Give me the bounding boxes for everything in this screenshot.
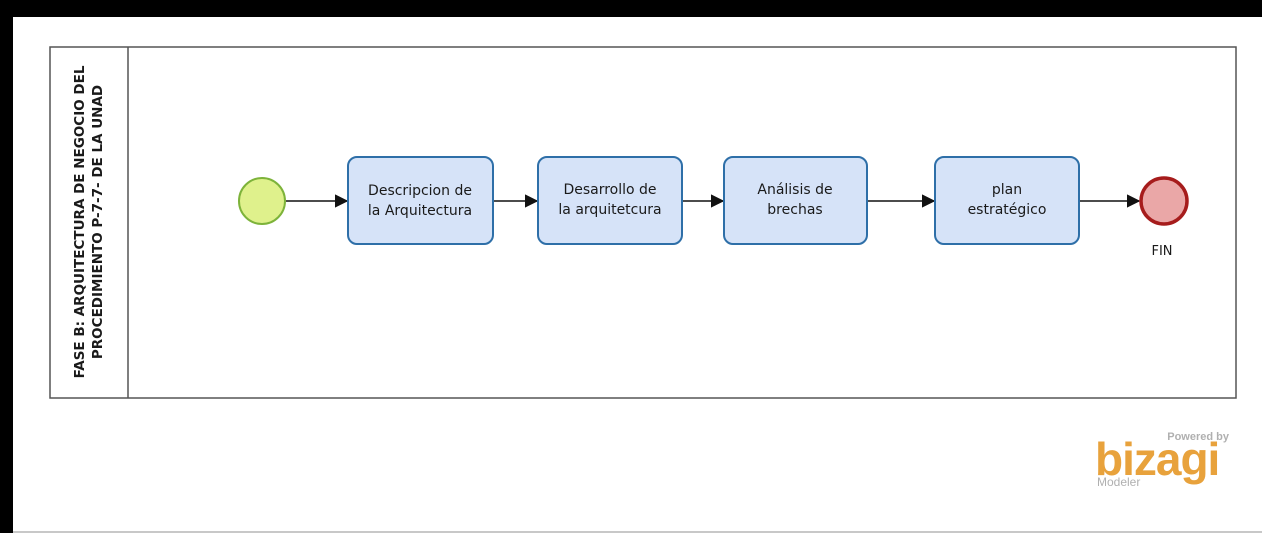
task-label-line1: Análisis de xyxy=(757,182,832,198)
task-label-line1: Descripcion de xyxy=(368,183,472,199)
pool-title-line2: PROCEDIMIENTO P-7-7- DE LA UNAD xyxy=(90,85,106,359)
logo-product: Modeler xyxy=(1097,475,1140,489)
task-box[interactable] xyxy=(723,156,868,245)
task-label-line1: Desarrollo de xyxy=(563,182,656,198)
task-label-line2: la Arquitectura xyxy=(368,203,472,219)
task-label-line1: plan xyxy=(992,182,1022,198)
task-analisis[interactable]: Análisis de brechas xyxy=(723,156,868,245)
logo-brand: bizagi xyxy=(1095,433,1219,485)
task-label-line2: la arquitetcura xyxy=(558,202,661,218)
window-left-border xyxy=(0,0,13,533)
logo-powered-by: Powered by xyxy=(1167,431,1230,443)
end-event[interactable]: FIN xyxy=(1139,176,1189,259)
end-event-label: FIN xyxy=(1151,244,1172,259)
start-event[interactable] xyxy=(238,177,286,225)
task-box[interactable] xyxy=(537,156,683,245)
task-desarrollo[interactable]: Desarrollo de la arquitetcura xyxy=(537,156,683,245)
task-descripcion[interactable]: Descripcion de la Arquitectura xyxy=(347,156,494,245)
pool-title: FASE B: ARQUITECTURA DE NEGOCIO DEL PROC… xyxy=(72,65,106,378)
end-event-circle[interactable] xyxy=(1139,176,1189,226)
task-box[interactable] xyxy=(934,156,1080,245)
pool-title-line1: FASE B: ARQUITECTURA DE NEGOCIO DEL xyxy=(72,65,88,378)
task-label-line2: brechas xyxy=(767,202,822,218)
bizagi-logo: Powered by bizagi Modeler xyxy=(1095,431,1230,489)
task-plan[interactable]: plan estratégico xyxy=(934,156,1080,245)
task-label-line2: estratégico xyxy=(968,202,1047,218)
task-box[interactable] xyxy=(347,156,494,245)
window-top-border xyxy=(0,0,1262,17)
window-bottom-border xyxy=(13,531,1262,533)
